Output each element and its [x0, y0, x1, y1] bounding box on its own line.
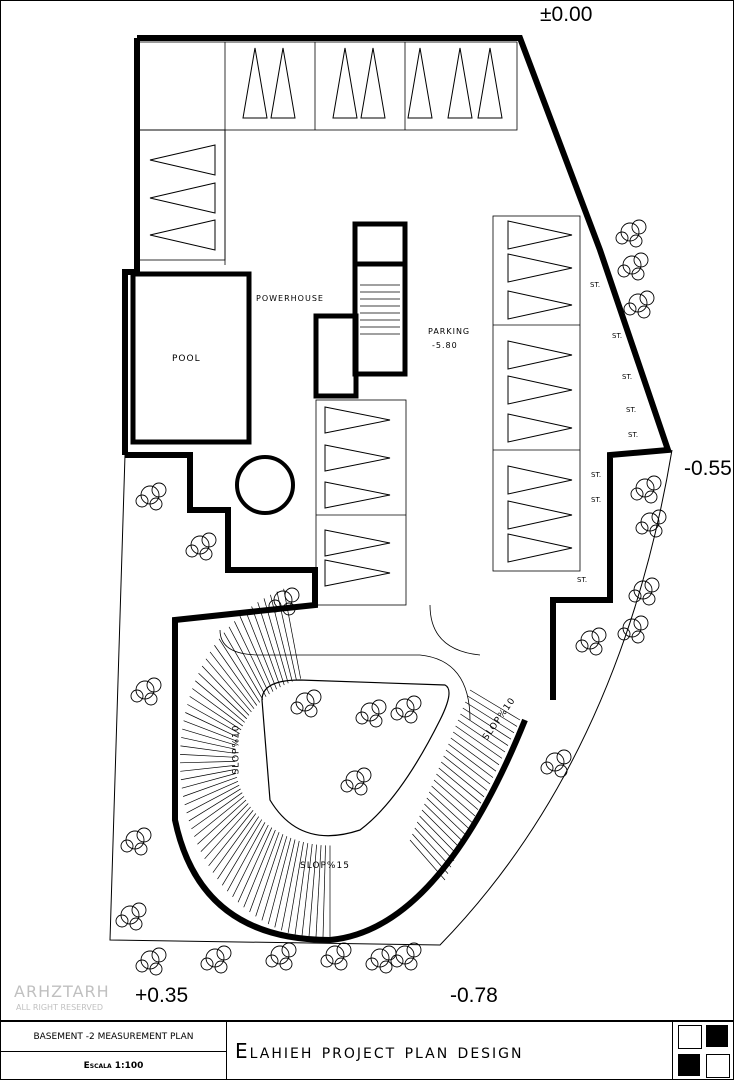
level-mark-right: -0.55 [684, 457, 732, 480]
legend-swatches [672, 1021, 734, 1080]
watermark-brand: ARHZTARH [14, 982, 110, 1001]
parking-space [360, 47, 386, 119]
tree-icon [540, 749, 572, 778]
title-block: BASEMENT -2 MEASUREMENT PLAN Escala 1:10… [0, 1020, 734, 1080]
elevator-room [313, 313, 359, 399]
tree-icon [628, 577, 660, 606]
sheet-name: BASEMENT -2 MEASUREMENT PLAN [0, 1021, 227, 1052]
tree-icon [617, 615, 649, 644]
tree-icon [185, 532, 217, 561]
parking-bays [136, 41, 581, 721]
ramp-inner-island [261, 679, 450, 837]
tree-icon [623, 290, 655, 319]
tree-icon [615, 219, 647, 248]
storage-label: ST. [577, 576, 588, 584]
parking-space [507, 413, 573, 443]
parking-space [242, 47, 268, 119]
tree-icon [365, 945, 397, 974]
round-column [235, 455, 295, 515]
parking-space [332, 47, 358, 119]
tree-icon [617, 252, 649, 281]
elevator-shaft [352, 221, 408, 267]
parking-space [447, 47, 473, 119]
tree-icon [200, 945, 232, 974]
storage-label: ST. [590, 281, 601, 289]
project-title: Elahieh project plan design [226, 1021, 673, 1080]
parking-space [324, 444, 391, 472]
site-boundary [109, 449, 673, 946]
tree-icon [135, 482, 167, 511]
parking-space [507, 253, 573, 283]
tree-icon [120, 827, 152, 856]
tree-icon [340, 767, 372, 796]
tree-icon [630, 475, 662, 504]
pool-label: POOL [172, 354, 201, 364]
tree-icon [355, 699, 387, 728]
tree-icon [635, 509, 667, 538]
parking-label: PARKING [428, 327, 471, 336]
tree-icon [290, 689, 322, 718]
parking-space [507, 533, 573, 563]
level-mark-bottom-right: -0.78 [450, 984, 498, 1007]
parking-space [149, 219, 216, 251]
parking-space [324, 529, 391, 557]
parking-space [477, 47, 503, 119]
level-mark-top: ±0.00 [540, 3, 593, 26]
storage-label: ST. [591, 471, 602, 479]
tree-icon [320, 942, 352, 971]
tree-icon [575, 627, 607, 656]
tree-icon [115, 902, 147, 931]
parking-space [324, 406, 391, 434]
stair-core [352, 261, 408, 377]
parking-space [507, 220, 573, 250]
tree-icon [390, 695, 422, 724]
scale-label: Escala 1:100 [0, 1051, 227, 1080]
ramp-slope-bottom: SLOP%15 [300, 861, 350, 871]
storage-label: ST. [628, 431, 639, 439]
tree-icon [130, 677, 162, 706]
parking-space [507, 500, 573, 530]
parking-space-markers [149, 47, 573, 587]
pool-outline [130, 271, 252, 445]
parking-space [149, 182, 216, 214]
tree-icon [135, 947, 167, 976]
parking-space [270, 47, 296, 119]
tree-icon [265, 942, 297, 971]
tree-icon [390, 942, 422, 971]
parking-space [324, 559, 391, 587]
watermark-rights: ALL RIGHT RESERVED [16, 1003, 104, 1012]
parking-space [324, 481, 391, 509]
storage-label: ST. [626, 406, 637, 414]
storage-label: ST. [591, 496, 602, 504]
stair-treads [360, 284, 400, 335]
parking-space [507, 465, 573, 495]
outer-wall [125, 35, 673, 944]
parking-space [507, 375, 573, 405]
tree-icon [268, 587, 300, 616]
powerhouse-label: POWERHOUSE [256, 294, 324, 303]
parking-level-label: -5.80 [432, 341, 458, 350]
storage-label: ST. [622, 373, 633, 381]
landscape-trees [115, 219, 667, 976]
parking-space [149, 144, 216, 176]
parking-space [507, 290, 573, 320]
ramp-hatching [180, 588, 521, 940]
parking-space [407, 47, 433, 119]
parking-space [507, 340, 573, 370]
level-mark-bottom-left: +0.35 [135, 984, 189, 1007]
storage-label: ST. [612, 332, 623, 340]
ramp-slope-left: SLOP%10 [231, 724, 242, 775]
